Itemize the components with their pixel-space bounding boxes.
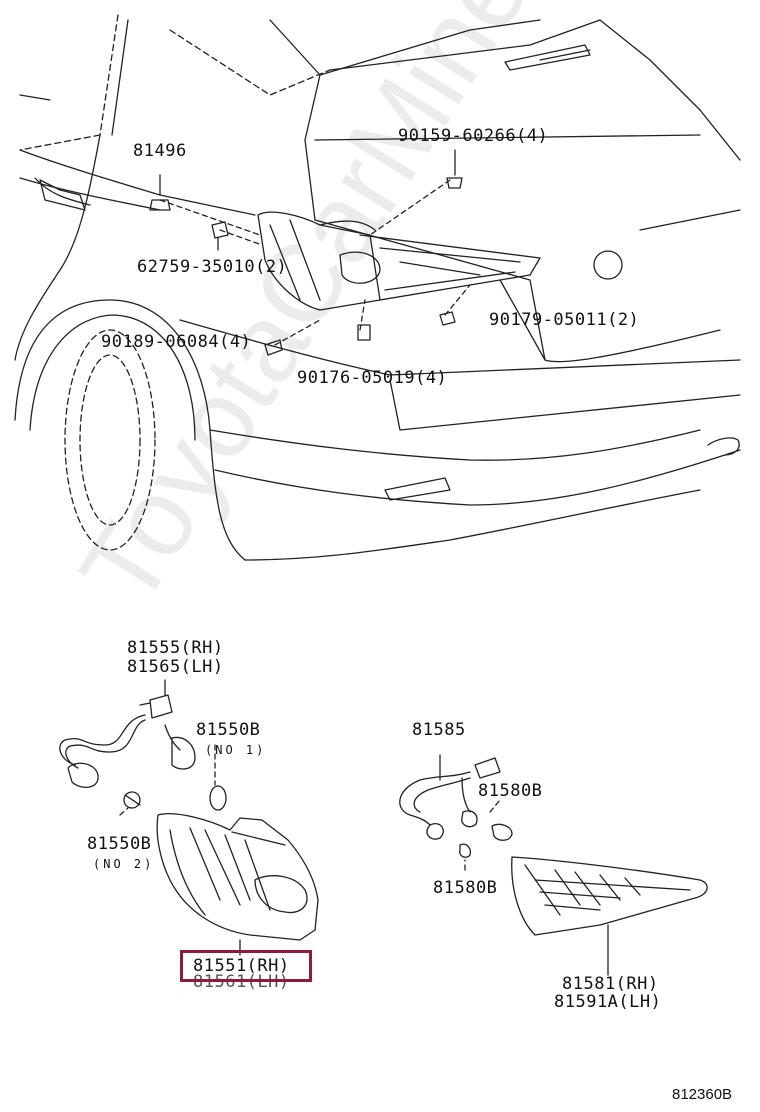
part-label-81561-lh: 81561(LH) xyxy=(193,972,290,992)
part-label-81580b-2: 81580B xyxy=(433,878,498,898)
part-label-90189-06084: 90189-06084(4) xyxy=(101,332,252,352)
part-label-62759-35010: 62759-35010(2) xyxy=(137,257,288,277)
tail-lamp-assembly xyxy=(156,813,319,956)
part-label-81551-rh: 81551(RH) xyxy=(193,956,290,976)
part-label-90179-05011: 90179-05011(2) xyxy=(489,310,640,330)
inner-tail-lamp-assembly xyxy=(511,856,708,976)
part-label-90159-60266: 90159-60266(4) xyxy=(398,126,549,146)
part-label-90176-05019: 90176-05019(4) xyxy=(297,368,448,388)
part-label-81555-rh: 81555(RH) xyxy=(127,638,224,658)
tail-lamp-on-car xyxy=(257,211,541,311)
socket-wire-assembly-inner xyxy=(399,754,513,858)
car-body-outline xyxy=(14,14,741,561)
part-label-81550b-no2: 81550B xyxy=(87,834,152,854)
part-label-81581-rh: 81581(RH) xyxy=(562,974,659,994)
part-label-81585: 81585 xyxy=(412,720,466,740)
part-label-81565-lh: 81565(LH) xyxy=(127,657,224,677)
part-label-81591a-lh: 81591A(LH) xyxy=(554,992,662,1012)
note-no1: (NO 1) xyxy=(205,743,267,757)
highlight-box-81551 xyxy=(180,950,312,982)
part-label-81580b-1: 81580B xyxy=(478,781,543,801)
diagram-id: 812360B xyxy=(672,1086,733,1103)
part-label-81496: 81496 xyxy=(133,141,187,161)
lower-leader-lines xyxy=(119,679,501,871)
part-label-81550b-no1: 81550B xyxy=(196,720,261,740)
fasteners-upper xyxy=(149,149,463,356)
socket-wire-assembly-rh xyxy=(59,694,227,811)
note-no2: (NO 2) xyxy=(93,857,155,871)
